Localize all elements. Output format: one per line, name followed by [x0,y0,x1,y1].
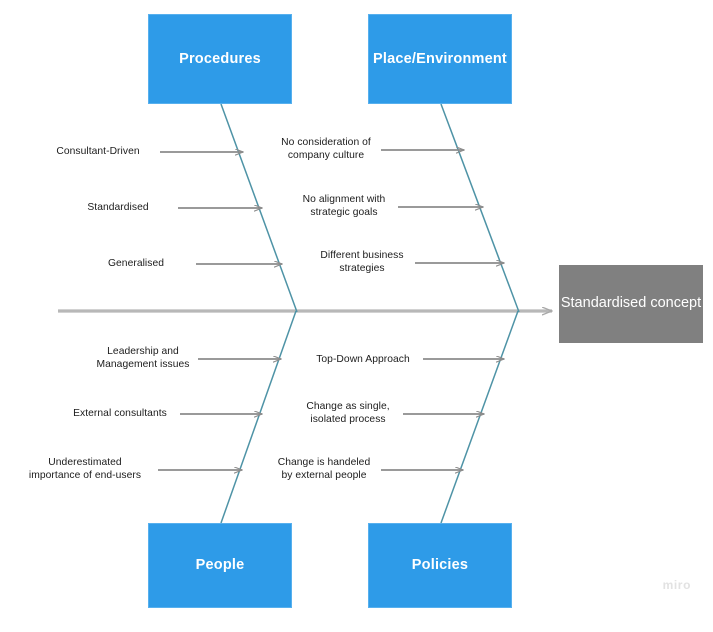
cause-label-place-2: Different business strategies [320,250,404,274]
cause-label-policies-0: Top-Down Approach [316,354,410,365]
cause-label-procedures-0: Consultant-Driven [56,146,140,157]
category-box-people[interactable]: People [148,523,292,608]
cause-label-people-2: Underestimated importance of end-users [28,457,142,481]
cause-label-people-0: Leadership and Management issues [96,346,190,370]
miro-watermark: miro [662,578,691,592]
category-box-procedures[interactable]: Procedures [148,14,292,104]
effect-box[interactable]: Standardised concept [559,265,703,343]
category-label-people: People [195,557,245,574]
cause-label-place-1: No alignment with strategic goals [302,194,386,218]
category-label-place-environment: Place/Environment [373,50,507,67]
cause-label-policies-1: Change as single, isolated process [306,401,390,425]
category-label-procedures: Procedures [179,50,261,67]
category-box-place-environment[interactable]: Place/Environment [368,14,512,104]
cause-label-people-1: External consultants [73,408,167,419]
bone-place [440,103,520,313]
bone-people [220,310,297,524]
bone-policies [440,310,519,524]
cause-label-place-0: No consideration of company culture [281,137,371,161]
cause-label-procedures-2: Generalised [107,258,165,269]
category-label-policies: Policies [411,557,469,574]
cause-label-procedures-1: Standardised [87,202,149,213]
cause-label-policies-2: Change is handeled by external people [277,457,371,481]
effect-label: Standardised concept [560,295,702,312]
category-box-policies[interactable]: Policies [368,523,512,608]
